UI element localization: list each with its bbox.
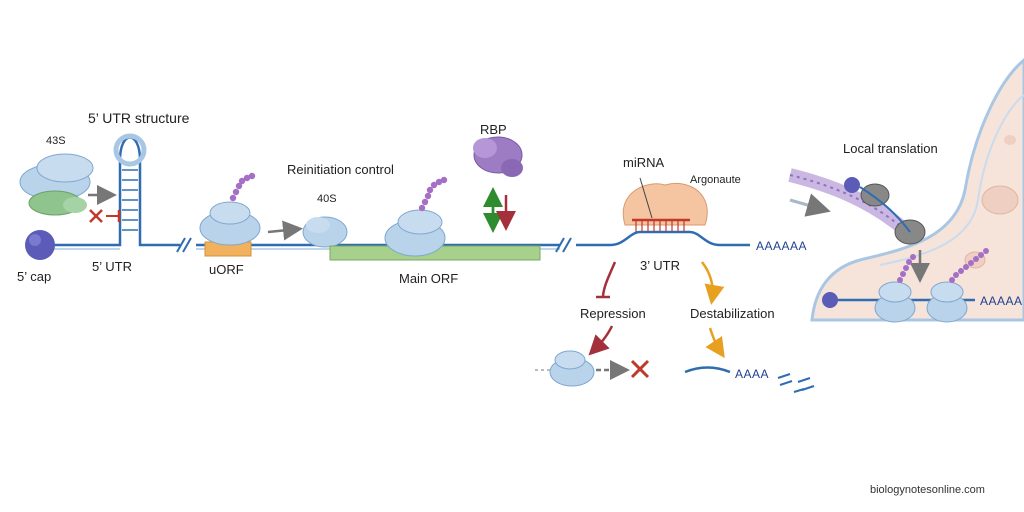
label-5-utr: 5’ UTR [92,259,132,274]
label-local-translation: Local translation [843,141,938,156]
polya-tail-main: AAAAAA [756,239,808,253]
repression-inhibit [596,261,617,299]
break-mark-2 [555,237,572,253]
arrow-destabilization-outcome [705,327,725,359]
subunit-40s [302,216,348,248]
ribosome-stalled [549,350,595,387]
argonaute-complex [622,177,708,232]
local-ribosome-2 [926,281,968,323]
arrow-reinitiation [267,220,303,241]
break-mark-1 [176,237,192,253]
ribosome-uorf [199,201,261,246]
local-peptide-1 [897,254,916,283]
arrow-transport [789,193,831,217]
arrow-destabilization [701,261,725,305]
mrna-strand [40,180,750,250]
polya-tail-decay: AAAA [735,367,770,381]
label-3-utr: 3’ UTR [640,258,680,273]
ribosome-main [384,209,446,257]
local-peptide-2 [949,248,989,283]
label-destabilization: Destabilization [690,306,775,321]
complex-43s [19,153,94,216]
label-5-cap: 5’ cap [17,269,52,284]
rbp-protein [473,136,523,177]
label-mirna: miRNA [623,155,665,170]
label-rbp: RBP [480,122,507,137]
label-utr-structure: 5’ UTR structure [88,110,190,126]
cap-5-prime [25,230,55,260]
translation-blocked-cross [630,359,650,379]
decaying-mrna [684,366,815,393]
label-40s: 40S [317,193,337,205]
source-credit: biologynotesonline.com [870,484,985,496]
peptide-uorf [229,172,256,202]
label-argonaute: Argonaute [690,174,741,186]
label-reinitiation: Reinitiation control [287,162,394,177]
label-43s: 43S [46,135,66,147]
polya-tail-local: AAAAA [980,294,1023,308]
transport-track [788,168,910,236]
local-ribosome-1 [874,281,916,323]
transport-cargo [844,177,926,245]
stem-loop [113,133,147,231]
label-uorf: uORF [209,262,244,277]
label-main-orf: Main ORF [399,271,459,286]
arrow-repression-outcome [588,325,614,356]
peptide-main [418,176,448,212]
block-cross [89,209,121,223]
label-repression: Repression [580,306,646,321]
